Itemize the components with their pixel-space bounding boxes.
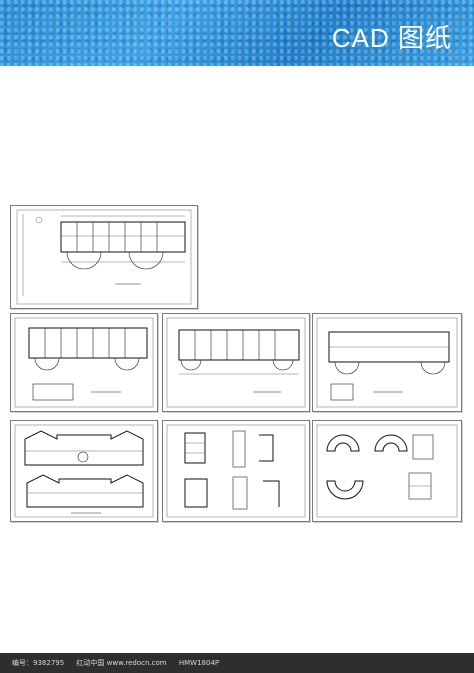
drawing-sheet-floor-plan-3 [162, 313, 310, 412]
header-banner: CAD 图纸 [0, 0, 474, 66]
drawing-sheet-floor-plan-2 [10, 313, 158, 412]
drawing-sheet-elevations [10, 420, 158, 522]
drawing-sheet-details [312, 420, 462, 522]
footer-code: HMW1804P [178, 659, 220, 667]
drawing-sheet-roof-plan [312, 313, 462, 412]
floor-plan-drawing [166, 317, 306, 408]
footer-bar: 编号：9382795 红动中国 www.redocn.com HMW1804P [0, 653, 474, 673]
elevation-drawing [14, 424, 154, 518]
floor-plan-drawing [16, 209, 192, 305]
drawing-sheet-sections [162, 420, 310, 522]
floor-plan-drawing [14, 317, 154, 408]
drawing-sheet-floor-plan-1 [10, 205, 198, 309]
section-drawing [166, 424, 306, 518]
roof-plan-drawing [316, 317, 458, 408]
banner-title: CAD 图纸 [331, 23, 452, 53]
footer-id: 编号：9382795 [12, 659, 65, 667]
footer-site: 红动中国 www.redocn.com [76, 659, 167, 667]
detail-drawing [316, 424, 458, 518]
